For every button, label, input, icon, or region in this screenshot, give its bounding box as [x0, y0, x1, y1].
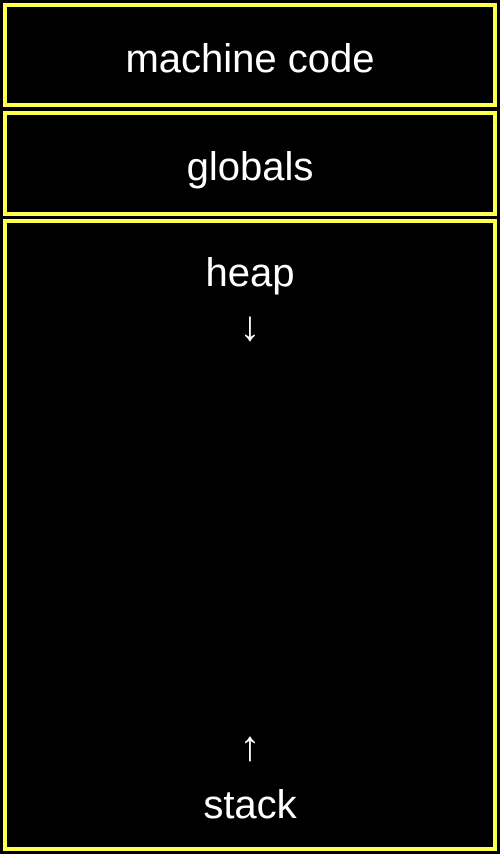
stack-label: stack	[203, 783, 297, 827]
globals-label: globals	[186, 145, 314, 189]
heap-stack-region: heap ↓ ↑ stack	[3, 219, 497, 851]
arrow-up-icon: ↑	[239, 722, 261, 769]
arrow-down-icon: ↓	[239, 302, 261, 349]
machine-code-region: machine code	[3, 3, 497, 107]
heap-label: heap	[205, 251, 295, 295]
globals-region: globals	[3, 111, 497, 216]
machine-code-label: machine code	[125, 37, 375, 81]
